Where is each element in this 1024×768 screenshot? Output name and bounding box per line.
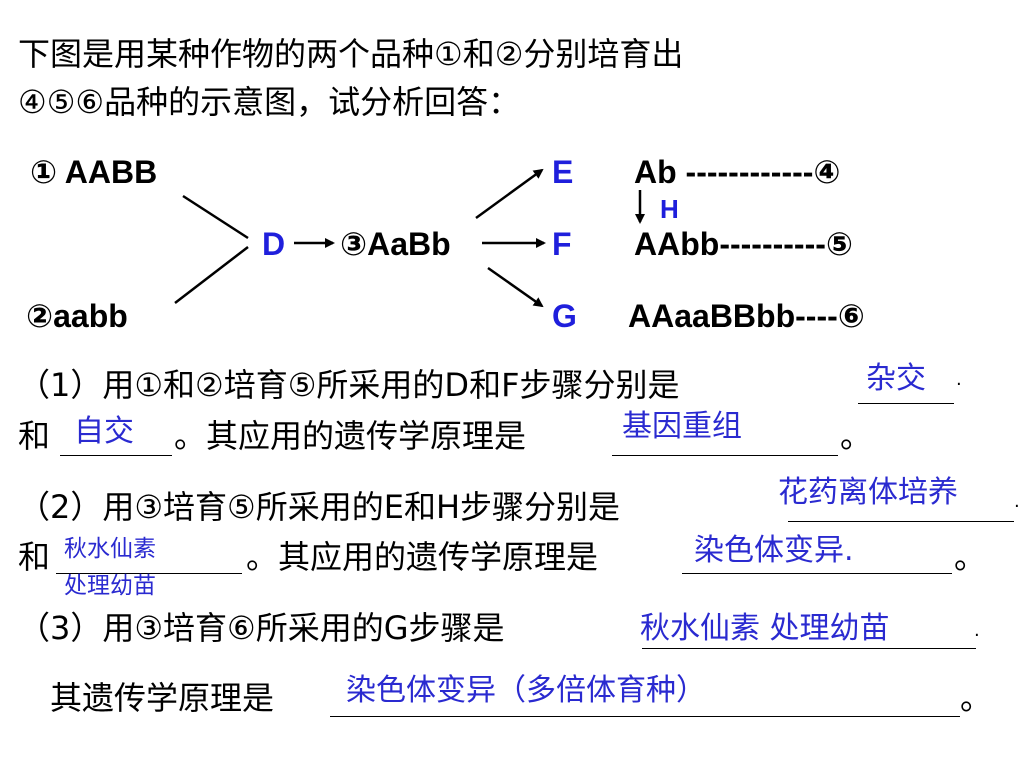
- q1-line-2-text: 。其应用的遗传学原理是: [174, 417, 527, 455]
- step-G-label: G: [552, 298, 577, 334]
- q3-blank-1-underline: [642, 648, 976, 649]
- q1-answer-2: 自交: [74, 414, 134, 449]
- parent-1-genotype: ① AABB: [30, 154, 158, 190]
- q2-blank-1-underline: [788, 521, 1014, 522]
- q2-and: 和: [18, 538, 51, 576]
- q2-answer-3: 染色体变异.: [694, 533, 854, 568]
- q3-answer-1: 秋水仙素 处理幼苗: [640, 611, 890, 646]
- q2-end: 。: [954, 538, 987, 576]
- q1-line-1: （1）用①和②培育⑤所采用的D和F步骤分别是: [18, 366, 680, 404]
- q1-answer-1: 杂交: [866, 361, 926, 396]
- step-D-label: D: [262, 226, 286, 262]
- line-p2-to-D: [174, 246, 249, 304]
- step-E-label: E: [552, 154, 574, 190]
- step-H-label: H: [660, 194, 679, 224]
- q3-end: 。: [960, 679, 993, 717]
- q1-blank-1-underline: [858, 403, 954, 404]
- intro-line-2: ④⑤⑥品种的示意图，试分析回答：: [18, 83, 521, 121]
- q2-blank-2-underline: [56, 573, 242, 574]
- q2-blank-3-underline: [682, 573, 952, 574]
- q1-blank-3-underline: [612, 455, 838, 456]
- q3-line-1: （3）用③培育⑥所采用的G步骤是: [18, 609, 505, 647]
- q3-dot: .: [974, 620, 980, 641]
- hybrid-3-genotype: ③AaBb: [340, 226, 451, 262]
- line-p1-to-D: [182, 194, 249, 240]
- q2-answer-1: 花药离体培养: [778, 475, 958, 510]
- q3-blank-2-underline: [330, 716, 960, 717]
- intro-line-1: 下图是用某种作物的两个品种①和②分别培育出: [18, 35, 684, 73]
- q2-line-2-text: 。其应用的遗传学原理是: [246, 538, 599, 576]
- arrow-to-G: [487, 266, 544, 308]
- q1-and: 和: [18, 417, 51, 455]
- arrow-to-E: [475, 168, 544, 220]
- step-F-label: F: [552, 226, 572, 262]
- q2-answer-2-line-2: 处理幼苗: [64, 573, 156, 599]
- q1-blank-2-underline: [60, 455, 172, 456]
- q3-answer-2: 染色体变异（多倍体育种）: [346, 673, 706, 708]
- q2-answer-2-line-1: 秋水仙素: [64, 536, 156, 562]
- haploid-ab-row: Ab ------------④: [634, 154, 841, 190]
- aabb-row: AAbb----------⑤: [634, 226, 853, 262]
- tetraploid-row: AAaaBBbb----⑥: [628, 298, 865, 334]
- q1-answer-3: 基因重组: [622, 409, 742, 444]
- q1-end: 。: [840, 417, 873, 455]
- q3-line-2: 其遗传学原理是: [50, 679, 275, 717]
- q2-line-1: （2）用③培育⑤所采用的E和H步骤分别是: [18, 488, 621, 526]
- q2-dot: .: [1014, 491, 1020, 512]
- parent-2-genotype: ②aabb: [26, 298, 128, 334]
- q1-dot: .: [956, 369, 962, 390]
